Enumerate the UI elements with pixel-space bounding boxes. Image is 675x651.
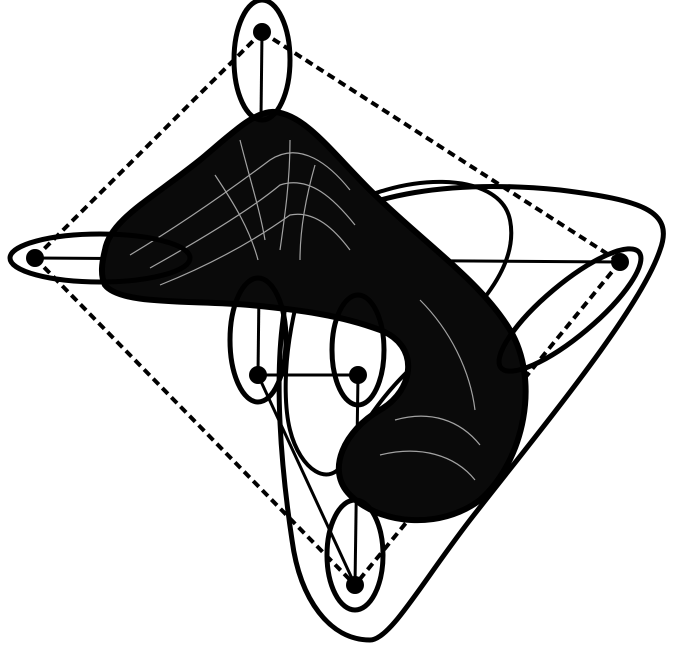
- node-mid-right: [349, 366, 367, 384]
- node-bottom: [346, 576, 364, 594]
- hyperedge-filled: [102, 112, 526, 520]
- node-top: [253, 23, 271, 41]
- node-left: [26, 249, 44, 267]
- node-right: [611, 253, 629, 271]
- node-mid-left: [249, 366, 267, 384]
